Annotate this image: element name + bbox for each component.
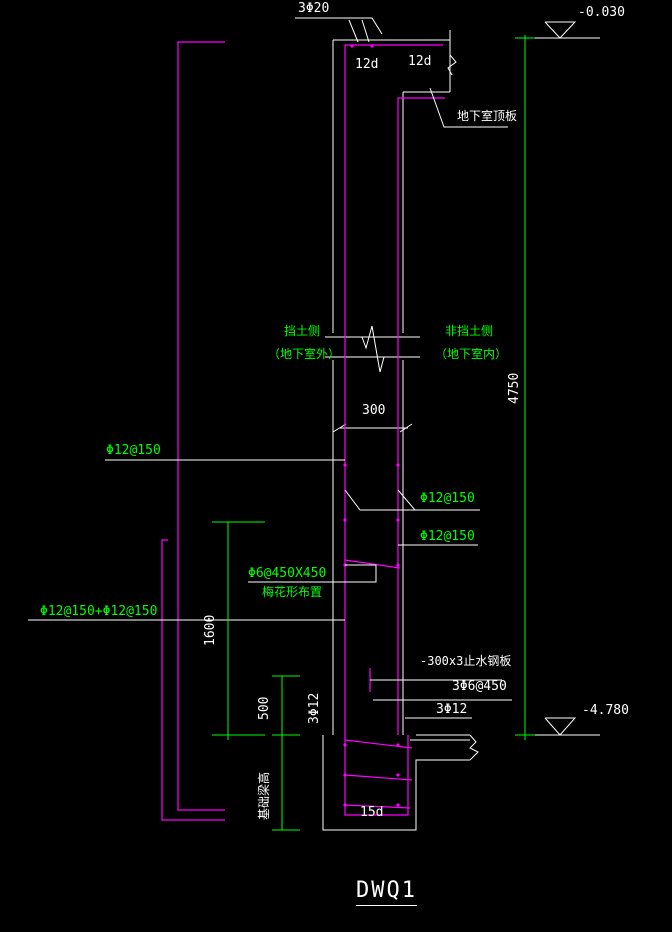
concrete-outline (322, 30, 479, 831)
tie-layout-label: 梅花形布置 (262, 585, 323, 599)
steel-plate-label: -300x3止水钢板 (420, 654, 512, 668)
bar-3phi12-side: 3Φ12 (307, 692, 322, 724)
bar-3phi12-right: 3Φ12 (436, 702, 468, 717)
height-500-dim: 500 (257, 696, 272, 720)
horiz-bar-outer-label: Φ12@150 (106, 443, 161, 458)
anchor-12d-right: 12d (408, 54, 432, 69)
rebar-lines (161, 41, 445, 821)
anchor-15d: 15d (360, 805, 384, 820)
rebar-dots (343, 44, 400, 807)
anchor-12d-left: 12d (355, 57, 379, 72)
outer-bars-combo-label: Φ12@150+Φ12@150 (40, 604, 158, 619)
stirrup-base-label: 3Φ6@450 (452, 679, 507, 694)
soil-side-label: 挡土侧 (284, 324, 321, 338)
height-total-dim: 4750 (507, 372, 522, 404)
horiz-bar-inner-label: Φ12@150 (420, 529, 475, 544)
soil-side-note: （地下室外） (268, 347, 341, 361)
foundation-depth-label: 基础梁高 (257, 771, 271, 820)
elevation-bottom: -4.780 (582, 703, 629, 718)
non-soil-side-label: 非挡土侧 (445, 324, 494, 338)
tie-bar-label: Φ6@450X450 (248, 566, 327, 581)
height-1600-dim: 1600 (203, 614, 218, 646)
dimension-lines (212, 35, 535, 831)
basement-roof-slab-label: 地下室顶板 (457, 109, 518, 123)
drawing-title: DWQ1 (356, 880, 417, 906)
non-soil-side-note: （地下室内） (435, 347, 508, 361)
top-rebar-label: 3Φ20 (298, 1, 330, 16)
elevation-top: -0.030 (578, 5, 625, 20)
vert-bar-inner-label: Φ12@150 (420, 491, 475, 506)
wall-thickness-dim: 300 (362, 403, 386, 418)
